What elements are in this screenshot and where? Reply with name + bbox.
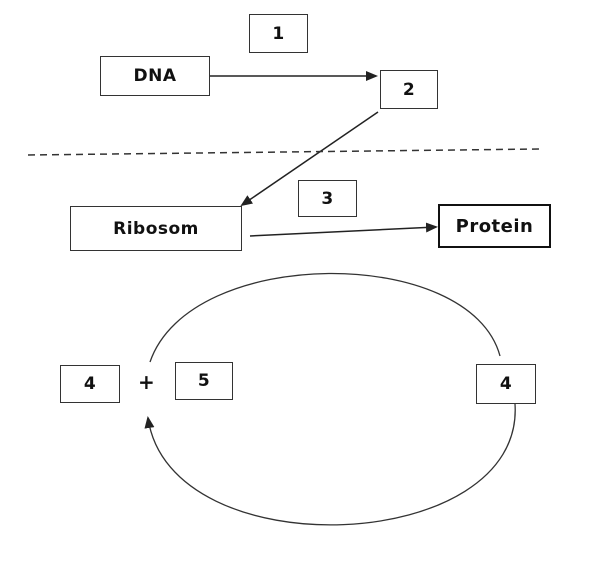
ribosome-label: Ribosom (113, 218, 199, 239)
dashed-separator-line (27, 148, 541, 156)
label-4-right-text: 4 (499, 374, 513, 394)
plus-sign: + (138, 370, 155, 394)
label-1-text: 1 (272, 23, 285, 44)
label-box-3: 3 (298, 180, 357, 217)
plus-sign-text: + (138, 370, 155, 394)
protein-label: Protein (455, 215, 534, 237)
label-box-4-left: 4 (60, 365, 120, 403)
cycle-arc-top (149, 272, 501, 363)
label-2-text: 2 (402, 79, 416, 100)
arrow-2-to-ribosome (240, 111, 379, 207)
label-box-4-right: 4 (476, 364, 536, 404)
label-3-text: 3 (321, 188, 334, 209)
label-4-left-text: 4 (83, 374, 97, 394)
label-box-5: 5 (175, 362, 233, 400)
label-box-1: 1 (249, 14, 308, 53)
dna-box: DNA (100, 56, 210, 96)
dna-label: DNA (133, 66, 177, 86)
label-box-2: 2 (380, 70, 438, 109)
arrow-ribosome-to-protein (249, 222, 438, 237)
ribosome-box: Ribosom (70, 206, 242, 251)
protein-box: Protein (438, 204, 551, 248)
cycle-arc-bottom (144, 403, 516, 526)
label-5-text: 5 (197, 371, 211, 391)
